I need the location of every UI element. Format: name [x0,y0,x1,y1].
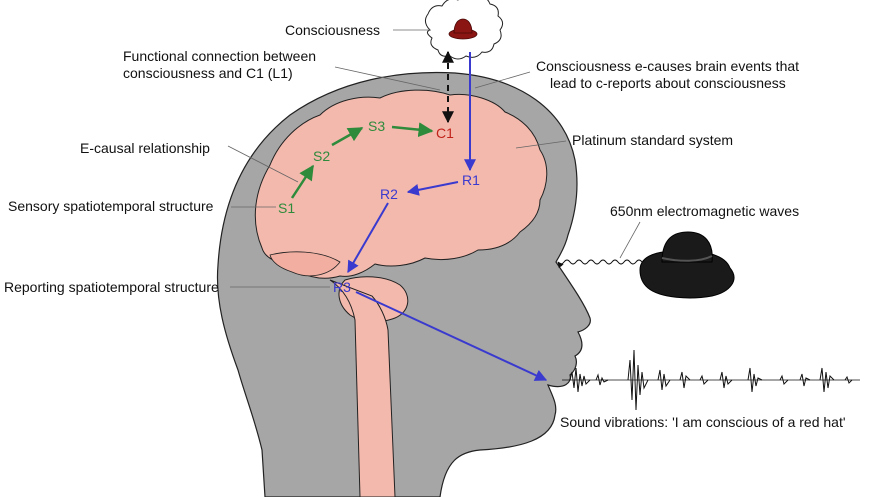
black-hat-icon [639,231,735,299]
label-sensory-structure: Sensory spatiotemporal structure [8,198,214,214]
node-r3: R3 [333,279,351,295]
label-functional-connection-1: Functional connection between [123,48,316,64]
label-ecausal-relationship: E-causal relationship [80,140,210,156]
brain [254,89,548,279]
node-s3: S3 [368,118,385,134]
arrow-r1-r2 [406,181,459,196]
arrow-s1-s2 [290,164,315,199]
label-platinum-standard: Platinum standard system [572,132,733,148]
node-c1: C1 [436,125,454,141]
arrow-r2-r3 [347,202,389,274]
label-ecauses-1: Consciousness e-causes brain events that [536,58,799,74]
label-ecauses-2: lead to c-reports about consciousness [550,75,786,91]
arrow-s3-c1 [391,122,434,138]
leader-lines [227,29,641,288]
node-r1: R1 [462,172,480,188]
temporal-lobe [269,251,341,277]
brainstem [329,279,396,497]
red-hat-icon [448,18,478,40]
label-consciousness: Consciousness [285,22,380,38]
label-sound-vibrations: Sound vibrations: 'I am conscious of a r… [560,414,846,430]
em-wave-squiggle [557,259,643,269]
node-r2: R2 [380,186,398,202]
arrow-r3-mouth [355,291,548,381]
node-s2: S2 [313,148,330,164]
label-functional-connection-2: consciousness and C1 (L1) [123,65,293,81]
node-s1: S1 [278,200,295,216]
label-em-waves: 650nm electromagnetic waves [610,203,799,219]
arrow-s2-s3 [331,126,364,147]
sound-waveform-icon [562,349,860,411]
label-reporting-structure: Reporting spatiotemporal structure [4,279,219,295]
